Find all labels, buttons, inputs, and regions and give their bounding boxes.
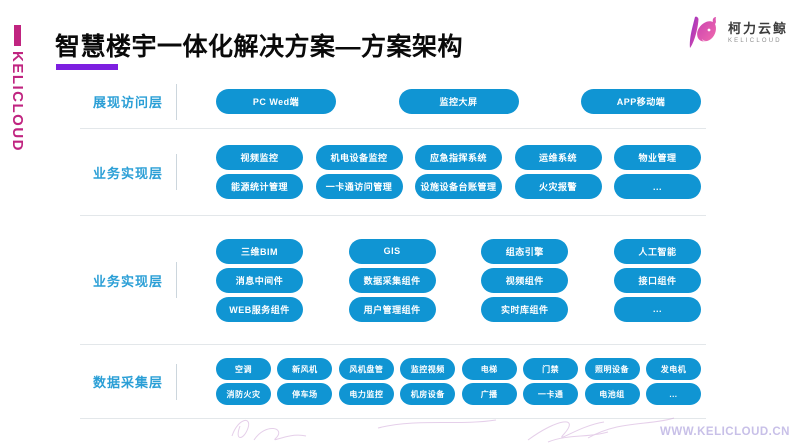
pill: ... — [613, 296, 701, 322]
footer-url: WWW.KELICLOUD.CN — [659, 426, 790, 438]
page-title: 智慧楼宇一体化解决方案—方案架构 — [55, 33, 464, 61]
pill: 实时库组件 — [481, 296, 569, 322]
layer-section-2: 业务实现层视频监控机电设备监控应急指挥系统运维系统物业管理能源统计管理一卡通访问… — [80, 129, 706, 216]
pill: 火灾报警 — [514, 174, 602, 199]
pill: 组态引擎 — [481, 238, 569, 264]
pill: 风机盘管 — [338, 358, 394, 380]
pill: 视频组件 — [481, 267, 569, 293]
label-divider — [176, 363, 177, 400]
pill: 设施设备台账管理 — [415, 174, 502, 199]
pill: 照明设备 — [584, 358, 640, 380]
architecture-layers: 展现访问层 PC Wed端 监控大屏 APP移动端业务实现层 视频监控机电设备监控应急指… — [80, 75, 706, 419]
pill-rows: 三维BIM GIS 组态引擎 人工智能消息中间件 数据采集组件 视频组件 接口组件 WEB服务… — [216, 235, 701, 326]
pill: 机房设备 — [400, 383, 456, 405]
pill: 运维系统 — [514, 145, 602, 170]
pill: GIS — [348, 238, 436, 264]
pill-rows: PC Wed端 监控大屏 APP移动端 — [216, 85, 701, 118]
pill-rows: 视频监控机电设备监控应急指挥系统运维系统物业管理能源统计管理一卡通访问管理设施设… — [216, 141, 701, 203]
pill: 电梯 — [461, 358, 517, 380]
pill: 停车场 — [277, 383, 333, 405]
label-divider — [176, 262, 177, 298]
pill-row: 能源统计管理一卡通访问管理设施设备台账管理火灾报警... — [216, 174, 701, 199]
pill: 消息中间件 — [216, 267, 303, 293]
pill: 物业管理 — [614, 145, 701, 170]
label-divider — [176, 154, 177, 190]
pill: 监控视频 — [400, 358, 456, 380]
label-divider — [176, 83, 177, 120]
pill: 消防火灾 — [216, 383, 271, 405]
pill: PC Wed端 — [216, 89, 336, 114]
pill: 应急指挥系统 — [415, 145, 502, 170]
pill-row: 视频监控机电设备监控应急指挥系统运维系统物业管理 — [216, 145, 701, 170]
pill: WEB服务组件 — [216, 296, 303, 322]
pill: 数据采集组件 — [348, 267, 436, 293]
pill: ... — [645, 383, 701, 405]
pill-row: 消防火灾停车场电力监控机房设备广播一卡通电池组... — [216, 383, 701, 405]
pill: 一卡通 — [523, 383, 579, 405]
pill: 人工智能 — [613, 238, 701, 264]
brand-bar — [14, 25, 21, 46]
whale-logo-icon — [689, 16, 716, 48]
pill: APP移动端 — [581, 89, 701, 114]
pill-row: 空调新风机风机盘管监控视频电梯门禁照明设备发电机 — [216, 358, 701, 380]
pill: ... — [614, 174, 701, 199]
layer-section-1: 展现访问层 PC Wed端 监控大屏 APP移动端 — [80, 75, 706, 129]
pill-row: 消息中间件 数据采集组件 视频组件 接口组件 — [216, 267, 701, 293]
title-underline — [56, 64, 118, 70]
pill: 一卡通访问管理 — [315, 174, 403, 199]
pill: 能源统计管理 — [216, 174, 303, 199]
pill-rows: 空调新风机风机盘管监控视频电梯门禁照明设备发电机消防火灾停车场电力监控机房设备广… — [216, 355, 701, 408]
swirl-decoration — [231, 417, 675, 443]
pill: 电池组 — [584, 383, 640, 405]
layer-label: 业务实现层 — [92, 165, 163, 181]
pill: 监控大屏 — [398, 89, 519, 114]
layer-label: 数据采集层 — [92, 375, 163, 390]
pill-row: WEB服务组件 用户管理组件 实时库组件... — [216, 296, 701, 322]
pill: 发电机 — [645, 358, 701, 380]
pill: 接口组件 — [613, 267, 701, 293]
pill: 空调 — [216, 358, 271, 380]
pill: 新风机 — [277, 358, 333, 380]
pill: 用户管理组件 — [348, 296, 436, 322]
pill: 广播 — [461, 383, 517, 405]
layer-section-3: 业务实现层 三维BIM GIS 组态引擎 人工智能消息中间件 数据采集组件 视频组件 接口组件… — [80, 216, 706, 345]
layer-section-4: 数据采集层空调新风机风机盘管监控视频电梯门禁照明设备发电机消防火灾停车场电力监控… — [80, 345, 706, 419]
company-logo: 柯力云鲸 KELICLOUD — [682, 13, 788, 53]
logo-name: 柯力云鲸 — [727, 20, 788, 36]
pill: 三维BIM — [216, 238, 303, 264]
pill-row: 三维BIM GIS 组态引擎 人工智能 — [216, 238, 701, 264]
brand-vertical-text: KELICLOUD — [9, 51, 26, 152]
pill: 机电设备监控 — [315, 145, 403, 170]
pill: 电力监控 — [338, 383, 394, 405]
pill: 门禁 — [523, 358, 579, 380]
layer-label: 业务实现层 — [92, 273, 163, 289]
pill: 视频监控 — [216, 145, 303, 170]
logo-subtitle: KELICLOUD — [727, 37, 782, 44]
pill-row: PC Wed端 监控大屏 APP移动端 — [216, 89, 701, 114]
layer-label: 展现访问层 — [92, 95, 163, 110]
